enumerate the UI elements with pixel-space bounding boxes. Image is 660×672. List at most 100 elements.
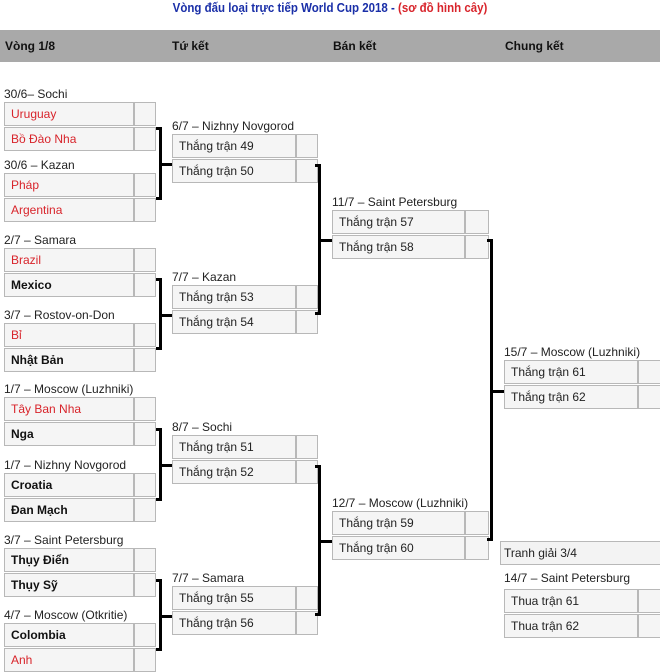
bracket-connector-line — [156, 347, 160, 350]
r16-match-team[interactable]: Đan Mạch — [4, 498, 134, 522]
qf-match-score-box[interactable] — [296, 586, 318, 610]
r16-match-venue: 4/7 – Moscow (Otkritie) — [4, 608, 128, 622]
qf-match-score-box[interactable] — [296, 435, 318, 459]
r16-match-team[interactable]: Pháp — [4, 173, 134, 197]
r16-match-team[interactable]: Bồ Đào Nha — [4, 127, 134, 151]
r16-match-team[interactable]: Anh — [4, 648, 134, 672]
r16-match-score-box[interactable] — [134, 198, 156, 222]
final-match-team[interactable]: Thắng trận 62 — [504, 385, 638, 409]
bracket-connector-line — [156, 579, 160, 582]
r16-match-score-box[interactable] — [134, 127, 156, 151]
r16-match-score-box[interactable] — [134, 273, 156, 297]
bracket-connector-line — [315, 613, 319, 616]
r16-match-team[interactable]: Argentina — [4, 198, 134, 222]
qf-match-score-box[interactable] — [296, 159, 318, 183]
r16-match-team[interactable]: Thụy Sỹ — [4, 573, 134, 597]
sf-match-team[interactable]: Thắng trận 60 — [332, 536, 465, 560]
bracket-connector-line — [156, 428, 160, 431]
qf-match-score-box[interactable] — [296, 611, 318, 635]
qf-match-team[interactable]: Thắng trận 49 — [172, 134, 296, 158]
r16-match-score-box[interactable] — [134, 573, 156, 597]
r16-match-score-box[interactable] — [134, 648, 156, 672]
r16-match-score-box[interactable] — [134, 248, 156, 272]
bracket-connector-line — [490, 390, 504, 393]
qf-match-team[interactable]: Thắng trận 54 — [172, 310, 296, 334]
r16-match-score-box[interactable] — [134, 348, 156, 372]
header-final: Chung kết — [505, 39, 564, 53]
r16-match-team[interactable]: Nhật Bản — [4, 348, 134, 372]
qf-match-venue: 6/7 – Nizhny Novgorod — [172, 119, 295, 133]
bracket-connector-line — [156, 197, 160, 200]
r16-match-team[interactable]: Tây Ban Nha — [4, 397, 134, 421]
qf-match-team[interactable]: Thắng trận 53 — [172, 285, 296, 309]
bracket-connector-line — [156, 648, 160, 651]
qf-match-team[interactable]: Thắng trận 56 — [172, 611, 296, 635]
r16-match-score-box[interactable] — [134, 422, 156, 446]
r16-match-score-box[interactable] — [134, 623, 156, 647]
third-place-score-box[interactable] — [638, 614, 660, 638]
qf-match-score-box[interactable] — [296, 310, 318, 334]
third-place-score-box[interactable] — [638, 589, 660, 613]
r16-match-score-box[interactable] — [134, 102, 156, 126]
r16-match-team[interactable]: Mexico — [4, 273, 134, 297]
sf-match-team[interactable]: Thắng trận 59 — [332, 511, 465, 535]
bracket-connector-line — [315, 465, 319, 468]
third-place-team[interactable]: Thua trận 61 — [504, 589, 638, 613]
sf-match-team[interactable]: Thắng trận 57 — [332, 210, 465, 234]
r16-match-score-box[interactable] — [134, 173, 156, 197]
sf-match-score-box[interactable] — [465, 210, 489, 234]
r16-match-team[interactable]: Brazil — [4, 248, 134, 272]
bracket-connector-line — [487, 538, 491, 541]
r16-match-score-box[interactable] — [134, 548, 156, 572]
qf-match-venue: 7/7 – Kazan — [172, 270, 237, 284]
sf-match-venue: 11/7 – Saint Petersburg — [332, 195, 458, 209]
title-highlight: (sơ đồ hình cây) — [398, 1, 488, 15]
r16-match-score-box[interactable] — [134, 323, 156, 347]
qf-match-team[interactable]: Thắng trận 50 — [172, 159, 296, 183]
third-place-label: Tranh giải 3/4 — [500, 541, 660, 565]
round-header-bar: Vòng 1/8 Tứ kết Bán kết Chung kết — [0, 30, 660, 62]
sf-match-team[interactable]: Thắng trận 58 — [332, 235, 465, 259]
header-quarterfinals: Tứ kết — [172, 39, 209, 53]
sf-match-score-box[interactable] — [465, 235, 489, 259]
r16-match-team[interactable]: Uruguay — [4, 102, 134, 126]
sf-match-venue: 12/7 – Moscow (Luzhniki) — [332, 496, 469, 510]
r16-match-score-box[interactable] — [134, 498, 156, 522]
qf-match-team[interactable]: Thắng trận 52 — [172, 460, 296, 484]
bracket-connector-line — [318, 540, 332, 543]
qf-match-venue: 8/7 – Sochi — [172, 420, 233, 434]
qf-match-venue: 7/7 – Samara — [172, 571, 245, 585]
r16-match-team[interactable]: Nga — [4, 422, 134, 446]
final-match-score-box[interactable] — [638, 385, 660, 409]
final-match-team[interactable]: Thắng trận 61 — [504, 360, 638, 384]
qf-match-score-box[interactable] — [296, 134, 318, 158]
r16-match-score-box[interactable] — [134, 397, 156, 421]
qf-match-score-box[interactable] — [296, 460, 318, 484]
qf-match-team[interactable]: Thắng trận 55 — [172, 586, 296, 610]
bracket-connector-line — [315, 164, 319, 167]
r16-match-team[interactable]: Croatia — [4, 473, 134, 497]
page-title: Vòng đấu loại trực tiếp World Cup 2018 -… — [26, 0, 633, 16]
final-match-score-box[interactable] — [638, 360, 660, 384]
r16-match-venue: 30/6 – Kazan — [4, 158, 75, 172]
r16-match-venue: 1/7 – Moscow (Luzhniki) — [4, 382, 134, 396]
sf-match-score-box[interactable] — [465, 536, 489, 560]
r16-match-team[interactable]: Colombia — [4, 623, 134, 647]
bracket-connector-line — [156, 278, 160, 281]
third-place-team[interactable]: Thua trận 62 — [504, 614, 638, 638]
qf-match-score-box[interactable] — [296, 285, 318, 309]
r16-match-team[interactable]: Thụy Điển — [4, 548, 134, 572]
r16-match-team[interactable]: Bỉ — [4, 323, 134, 347]
r16-match-venue: 30/6– Sochi — [4, 87, 68, 101]
third-place-venue: 14/7 – Saint Petersburg — [504, 571, 631, 585]
bracket-connector-line — [156, 127, 160, 130]
bracket-connector-line — [487, 239, 491, 242]
bracket-connector-line — [159, 615, 172, 618]
sf-match-score-box[interactable] — [465, 511, 489, 535]
bracket-connector-line — [159, 464, 172, 467]
r16-match-score-box[interactable] — [134, 473, 156, 497]
bracket-connector-line — [159, 163, 172, 166]
title-main: Vòng đấu loại trực tiếp World Cup 2018 - — [172, 1, 399, 15]
bracket-connector-line — [159, 314, 172, 317]
qf-match-team[interactable]: Thắng trận 51 — [172, 435, 296, 459]
